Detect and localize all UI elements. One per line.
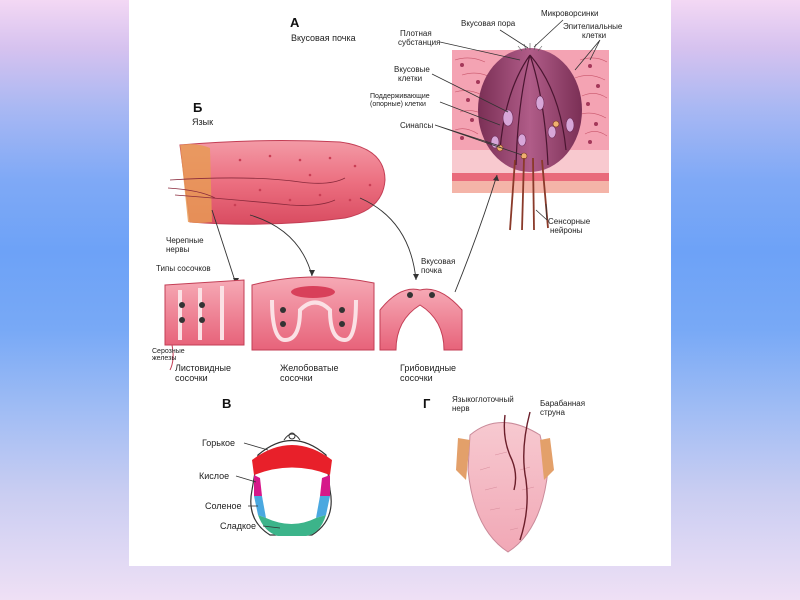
panel-a-leader-lines bbox=[431, 19, 601, 221]
label-sensory-neurons: Сенсорные bbox=[548, 217, 591, 226]
label-taste-cells-2: клетки bbox=[398, 74, 422, 83]
label-vallate: Желобоватые bbox=[280, 363, 339, 373]
label-epithelial-cells: Эпителиальные bbox=[563, 22, 623, 31]
label-foliate-2: сосочки bbox=[175, 373, 208, 383]
panel-a-title: Вкусовая почка bbox=[291, 33, 356, 43]
zone-bitter bbox=[252, 445, 332, 475]
label-vallate-2: сосочки bbox=[280, 373, 313, 383]
label-epithelial-cells-2: клетки bbox=[582, 31, 606, 40]
label-taste-bud: Вкусовая bbox=[421, 257, 455, 266]
label-foliate: Листовидные bbox=[175, 363, 231, 373]
label-glossopharyngeal-2: нерв bbox=[452, 404, 470, 413]
label-taste-cells: Вкусовые bbox=[394, 65, 430, 74]
panel-g-letter: Г bbox=[423, 396, 431, 411]
label-glossopharyngeal: Языкоглоточный bbox=[452, 395, 514, 404]
label-cranial-nerves: Черепные bbox=[166, 236, 204, 245]
panel-b-title: Язык bbox=[192, 117, 213, 127]
fungiform-papillae bbox=[379, 288, 463, 351]
label-microvilli: Микроворсинки bbox=[541, 9, 598, 18]
label-dense-substance: Плотная bbox=[400, 29, 432, 38]
label-taste-pore: Вкусовая пора bbox=[461, 19, 516, 28]
label-dense-substance-2: субстанция bbox=[398, 38, 440, 47]
zone-sweet bbox=[258, 515, 326, 536]
foliate-papillae bbox=[164, 279, 245, 371]
label-serous-glands-2: железы bbox=[152, 355, 176, 362]
label-serous-glands: Серозные bbox=[152, 348, 185, 355]
panel-a-letter: А bbox=[290, 15, 300, 30]
tongue-side-view bbox=[167, 140, 386, 225]
label-supporting-cells: Поддерживающие bbox=[370, 93, 430, 100]
label-fungiform-2: сосочки bbox=[400, 373, 433, 383]
label-sensory-neurons-2: нейроны bbox=[550, 226, 583, 235]
panel-b: Б Язык Черепные нервы Типы сосочков Вкус… bbox=[152, 100, 499, 383]
zone-salty-right bbox=[316, 496, 330, 518]
tongue-innervation bbox=[456, 411, 554, 553]
label-synapses: Синапсы bbox=[400, 121, 433, 130]
panel-v-leader-lines bbox=[235, 442, 281, 529]
label-papilla-types: Типы сосочков bbox=[156, 264, 211, 273]
label-cranial-nerves-2: нервы bbox=[166, 245, 190, 254]
panel-g: Г Языкоглоточный нерв Барабанная струна bbox=[423, 395, 585, 553]
panel-a: А Вкусовая почка bbox=[290, 9, 623, 235]
panel-b-letter: Б bbox=[193, 100, 202, 115]
label-sour: Кислое bbox=[199, 471, 229, 481]
taste-zone-map bbox=[250, 432, 332, 536]
label-chorda-tympani-2: струна bbox=[540, 408, 565, 417]
panel-v-letter: В bbox=[222, 396, 231, 411]
vallate-papillae bbox=[251, 276, 375, 351]
taste-bud-illustration bbox=[452, 43, 609, 231]
label-sweet: Сладкое bbox=[220, 521, 256, 531]
panel-v: В Горькое Кислое Соленое Сладкое bbox=[199, 396, 332, 536]
label-taste-bud-2: почка bbox=[421, 266, 442, 275]
label-bitter: Горькое bbox=[202, 438, 235, 448]
label-supporting-cells-2: (опорные) клетки bbox=[370, 101, 426, 108]
zone-sour-left bbox=[254, 475, 262, 496]
label-salty: Соленое bbox=[205, 501, 242, 511]
zone-salty-left bbox=[254, 496, 266, 518]
zone-sour-right bbox=[320, 475, 330, 496]
label-fungiform: Грибовидные bbox=[400, 363, 456, 373]
label-chorda-tympani: Барабанная bbox=[540, 399, 585, 408]
papilla-arrows bbox=[211, 174, 498, 293]
